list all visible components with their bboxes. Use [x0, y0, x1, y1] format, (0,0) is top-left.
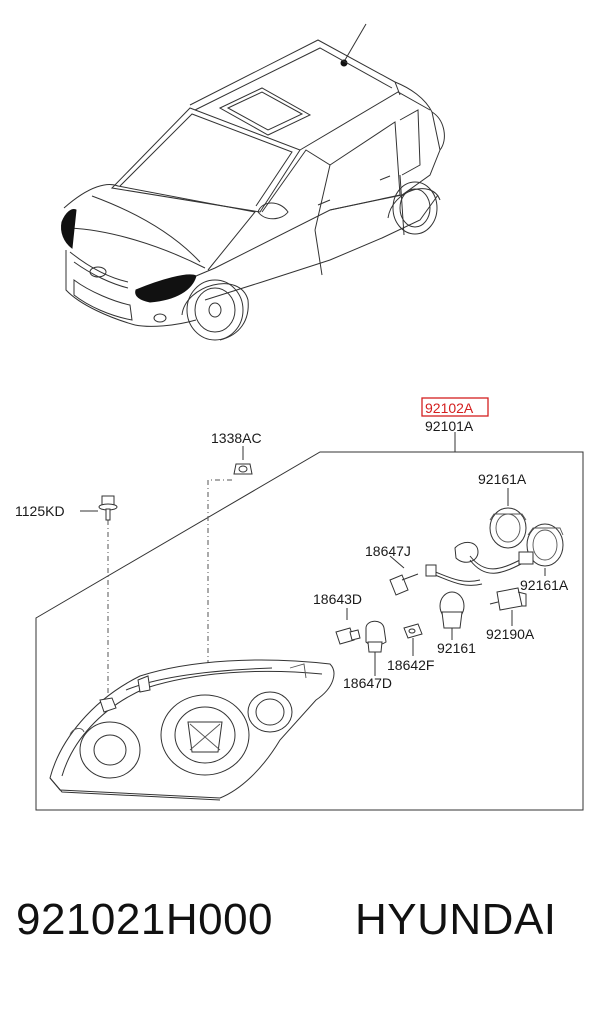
assembly-frame: [35, 432, 584, 811]
headlamp-housing: [49, 659, 335, 801]
label-18643d: 18643D: [313, 591, 362, 607]
bulb-18643d: [335, 608, 361, 645]
dust-cap-92161a-left: [489, 507, 527, 549]
bolt-1125kd: [98, 495, 118, 521]
bulb-holder-18647j: [389, 555, 419, 596]
actuator-92190a: [489, 587, 527, 626]
bulb-18642f: [403, 623, 423, 656]
label-1338ac: 1338AC: [211, 430, 262, 446]
highlight-box: [421, 397, 489, 417]
wiring-harness: [425, 542, 534, 586]
label-92161a-right: 92161A: [520, 577, 569, 593]
car-illustration: [61, 23, 445, 341]
brand-name: HYUNDAI: [355, 895, 557, 944]
part-number: 921021H000: [16, 895, 274, 944]
bulb-18647d: [365, 620, 387, 676]
label-18647d: 18647D: [343, 675, 392, 691]
dust-cap-92161a-right: [526, 523, 564, 567]
label-92101a: 92101A: [425, 418, 474, 434]
label-92161: 92161: [437, 640, 476, 656]
screw-1338ac: [233, 463, 253, 475]
socket-92161: [439, 591, 465, 640]
label-92161a-top: 92161A: [478, 471, 527, 487]
label-92190a: 92190A: [486, 626, 535, 642]
label-92102a: 92102A: [425, 400, 474, 416]
label-1125kd: 1125KD: [15, 503, 65, 519]
label-18642f: 18642F: [387, 657, 434, 673]
label-18647j: 18647J: [365, 543, 411, 559]
footer-caption: 921021H000 HYUNDAI: [0, 895, 600, 965]
